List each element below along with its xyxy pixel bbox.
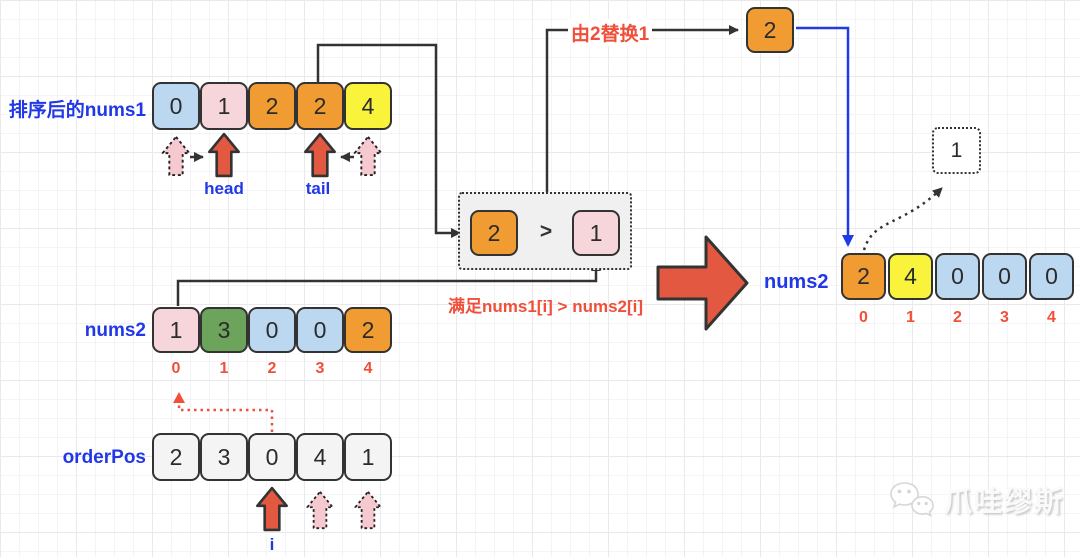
nums1-cell-3: 2 xyxy=(296,82,344,130)
watermark: 爪哇缪斯 xyxy=(888,480,1064,520)
nums1-cell-4: 4 xyxy=(344,82,392,130)
nums1-cell-1: 1 xyxy=(200,82,248,130)
orderpos-cell-4: 1 xyxy=(344,433,392,481)
nums1-label: 排序后的nums1 xyxy=(8,100,146,121)
nums2-index: 4 xyxy=(363,360,373,377)
head-pointer-arrow xyxy=(208,132,240,178)
i-pointer-arrow xyxy=(256,486,288,532)
nums2-index: 1 xyxy=(219,360,229,377)
result-cell-0: 2 xyxy=(841,253,886,300)
comparison-caption: 满足nums1[i] > nums2[i] xyxy=(448,297,644,316)
watermark-text: 爪哇缪斯 xyxy=(944,486,1065,517)
wechat-icon xyxy=(890,482,934,518)
orderpos-cell-2: 0 xyxy=(248,433,296,481)
nums2-cell-3: 0 xyxy=(296,307,344,353)
result-index: 2 xyxy=(953,309,962,326)
nums1-cell-0: 0 xyxy=(152,82,200,130)
result-cell-4: 0 xyxy=(1029,253,1074,300)
ghost-pointer-arrow xyxy=(161,135,191,177)
comparison-operator: > xyxy=(539,220,553,243)
ghost-pointer-arrow xyxy=(306,490,334,530)
result-index: 4 xyxy=(1047,309,1056,326)
result-index: 3 xyxy=(1000,309,1009,326)
orderpos-cell-3: 4 xyxy=(296,433,344,481)
result-index: 0 xyxy=(859,309,868,326)
transition-arrow xyxy=(656,235,749,331)
orderpos-cell-1: 3 xyxy=(200,433,248,481)
nums2-index: 2 xyxy=(267,360,277,377)
nums2-cell-4: 2 xyxy=(344,307,392,353)
tail-pointer-arrow xyxy=(304,132,336,178)
ghost-pointer-arrow xyxy=(353,135,383,177)
orderpos-label: orderPos xyxy=(62,447,146,468)
replace-value-box: 2 xyxy=(746,7,794,53)
result-cell-2: 0 xyxy=(935,253,980,300)
nums2-cell-1: 3 xyxy=(200,307,248,353)
comparison-left-value: 2 xyxy=(470,210,518,256)
nums1-cell-2: 2 xyxy=(248,82,296,130)
orderpos-cell-0: 2 xyxy=(152,433,200,481)
comparison-right-value: 1 xyxy=(572,210,620,256)
nums2-index: 3 xyxy=(315,360,325,377)
nums2-cell-0: 1 xyxy=(152,307,200,353)
nums2-index: 0 xyxy=(171,360,181,377)
result-cell-1: 4 xyxy=(888,253,933,300)
removed-value-box: 1 xyxy=(932,127,981,174)
result-nums2-label: nums2 xyxy=(764,271,829,293)
nums2-cell-2: 0 xyxy=(248,307,296,353)
head-label: head xyxy=(204,179,244,198)
nums2-label: nums2 xyxy=(84,320,146,341)
tail-label: tail xyxy=(305,179,331,198)
ghost-pointer-arrow xyxy=(354,490,382,530)
i-label: i xyxy=(269,535,275,554)
result-cell-3: 0 xyxy=(982,253,1027,300)
replace-annotation: 由2替换1 xyxy=(568,19,653,46)
result-index: 1 xyxy=(906,309,915,326)
